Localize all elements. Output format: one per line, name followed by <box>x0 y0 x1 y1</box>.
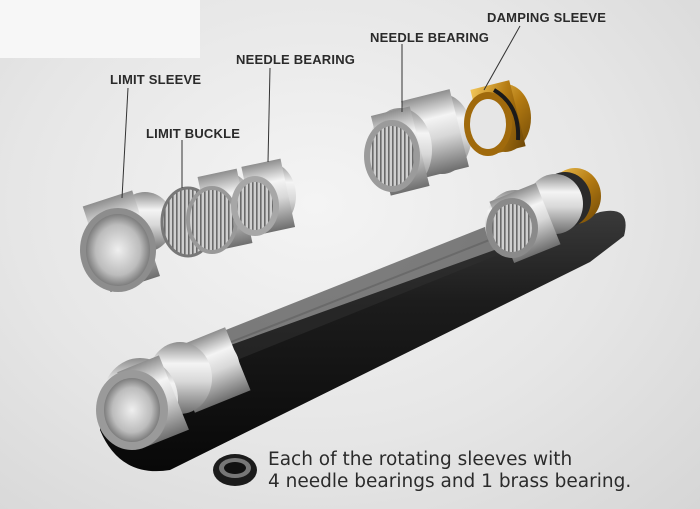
needle-bearing-left <box>186 158 296 254</box>
caption-line-2: 4 needle bearings and 1 brass bearing. <box>268 471 632 492</box>
needle-bearing-right <box>364 89 472 196</box>
label-needle-bearing-right: NEEDLE BEARING <box>370 30 490 45</box>
leader-damping-sleeve <box>483 25 521 91</box>
leader-needle-bearing-left <box>267 67 271 163</box>
label-damping-sleeve: DAMPING SLEEVE <box>487 10 607 25</box>
label-limit-sleeve: LIMIT SLEEVE <box>110 72 202 87</box>
caption-line-1: Each of the rotating sleeves with <box>268 449 573 470</box>
limit-sleeve <box>80 190 173 293</box>
leader-lines <box>121 25 521 199</box>
top-left-patch <box>0 0 200 58</box>
bearing-ring-icon <box>213 454 257 486</box>
label-needle-bearing-left: NEEDLE BEARING <box>236 52 356 67</box>
label-limit-buckle: LIMIT BUCKLE <box>146 126 241 141</box>
damping-sleeve <box>464 80 531 156</box>
tube-right-bearings <box>485 168 601 263</box>
leader-limit-sleeve <box>121 87 129 199</box>
caption: Each of the rotating sleeves with 4 need… <box>268 449 631 493</box>
tube-left-bearings <box>96 327 251 450</box>
